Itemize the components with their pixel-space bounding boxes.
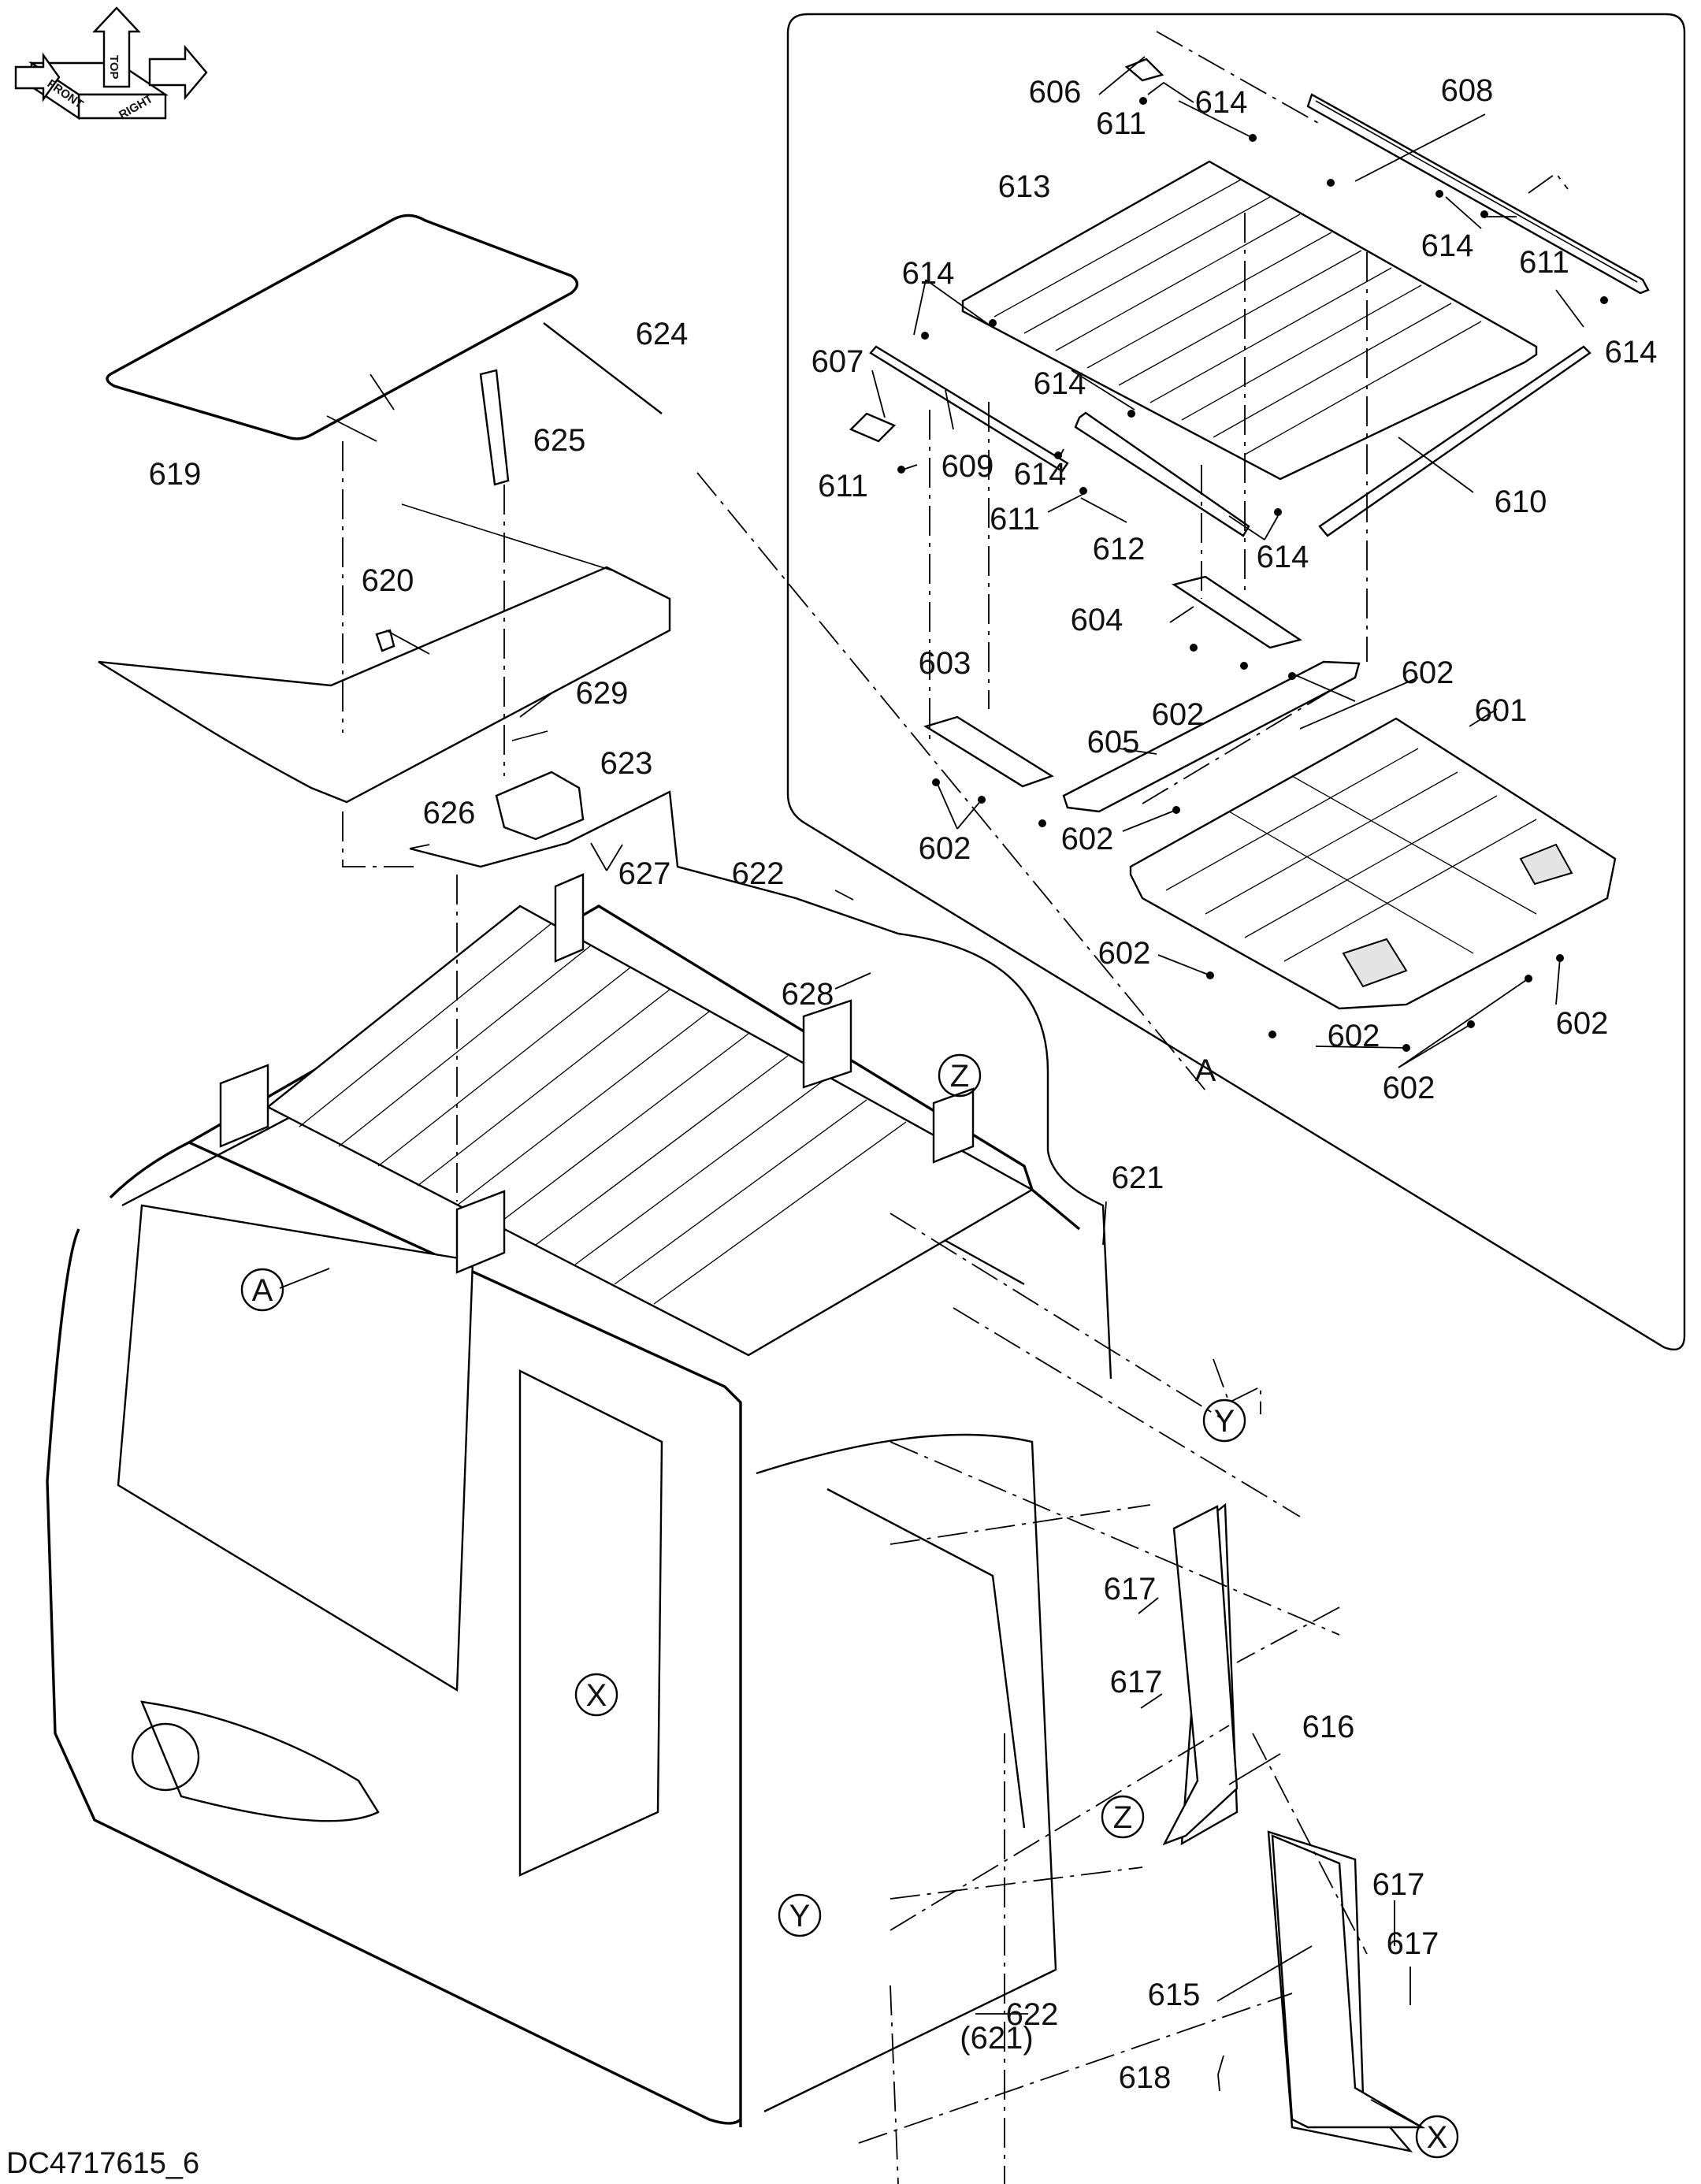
channel-603	[923, 715, 1054, 788]
callout-x-label-right: X	[1427, 2120, 1448, 2155]
roof-rail-608	[1306, 93, 1650, 295]
pillar-cover-616	[1162, 1505, 1239, 1846]
part-label-602: 602	[1098, 936, 1151, 971]
part-labels: 601 602 602 602 602 602 602 602 602 602 …	[149, 73, 1658, 2095]
callout-z-label-bottom: Z	[1113, 1800, 1132, 1835]
rod-624	[543, 322, 663, 414]
part-label-614: 614	[902, 256, 955, 291]
part-label-625: 625	[533, 423, 586, 458]
channel-605	[1062, 660, 1361, 813]
callout-a-label: A	[252, 1273, 273, 1308]
part-label-602: 602	[1061, 822, 1114, 856]
part-label-622: 622	[1006, 1997, 1059, 2032]
part-label-621: 621	[1112, 1161, 1164, 1195]
glass-panel-619	[106, 214, 579, 440]
part-label-617: 617	[1372, 1867, 1425, 1902]
part-label-609: 609	[941, 449, 994, 484]
part-label-602: 602	[1556, 1006, 1609, 1041]
orientation-icon: TOP FRONT RIGHT	[14, 6, 208, 122]
part-label-620: 620	[362, 563, 414, 598]
hose-621	[897, 932, 1112, 1380]
callout-y-circle-right: Y	[1202, 1398, 1246, 1443]
part-label-602: 602	[919, 831, 971, 866]
part-label-601: 601	[1475, 693, 1528, 728]
centerlines-cab	[342, 441, 1368, 2184]
part-label-611: 611	[1519, 245, 1569, 280]
part-label-614: 614	[1605, 335, 1658, 370]
part-label-618: 618	[1119, 2060, 1172, 2095]
callout-z-label-top: Z	[950, 1059, 969, 1094]
part-label-616: 616	[1302, 1710, 1355, 1744]
rail-612	[1074, 411, 1250, 537]
part-label-614: 614	[1421, 228, 1474, 263]
part-label-611: 611	[818, 469, 868, 503]
part-label-602: 602	[1383, 1071, 1435, 1105]
centerlines-detail-a	[929, 31, 1569, 804]
callout-a-circle: A	[240, 1268, 284, 1312]
part-label-623: 623	[600, 746, 653, 781]
part-label-614: 614	[1195, 85, 1248, 120]
part-label-602: 602	[1328, 1019, 1380, 1053]
callout-x-label-left: X	[586, 1678, 607, 1713]
part-label-617: 617	[1110, 1665, 1163, 1699]
part-label-602: 602	[1152, 697, 1205, 732]
part-label-622: 622	[732, 856, 785, 891]
callout-y-label-right: Y	[1214, 1404, 1235, 1439]
part-label-619: 619	[149, 457, 202, 492]
leader-lines	[279, 56, 1584, 2128]
callout-y-circle-left: Y	[778, 1893, 822, 1937]
bar-610	[1318, 345, 1591, 537]
part-label-624: 624	[636, 317, 689, 351]
callout-z-circle-bottom: Z	[1101, 1795, 1145, 1839]
part-label-628: 628	[782, 977, 834, 1012]
part-label-613: 613	[998, 169, 1051, 204]
orientation-top-text: TOP	[107, 55, 121, 80]
part-label-621-ref: (621)	[960, 2021, 1033, 2056]
part-label-611: 611	[990, 502, 1040, 537]
part-label-608: 608	[1441, 73, 1494, 108]
drawing-id: DC4717615_6	[6, 2147, 199, 2180]
detail-a-frame	[786, 13, 1686, 1351]
part-label-612: 612	[1093, 532, 1146, 566]
washer-motor-623	[495, 730, 585, 841]
part-label-614: 614	[1257, 540, 1309, 574]
part-label-606: 606	[1029, 75, 1082, 110]
part-label-617: 617	[1104, 1572, 1157, 1606]
part-label-602: 602	[1402, 656, 1454, 690]
callout-x-circle-left: X	[574, 1673, 618, 1717]
bracket-607	[849, 412, 897, 443]
part-label-610: 610	[1495, 485, 1547, 519]
part-label-603: 603	[919, 646, 971, 681]
part-label-605: 605	[1087, 725, 1140, 760]
callout-x-circle-right: X	[1415, 2115, 1459, 2159]
wiper-arm-625	[479, 369, 510, 486]
hose-626-627	[409, 790, 899, 935]
channel-604	[1172, 575, 1302, 649]
callout-y-label-left: Y	[789, 1899, 811, 1933]
part-label-627: 627	[618, 856, 671, 891]
roof-panel-613	[961, 160, 1538, 481]
front-roof-rail	[98, 503, 671, 804]
grommet-620	[375, 629, 396, 652]
part-label-614: 614	[1014, 457, 1067, 492]
part-label-615: 615	[1148, 1978, 1201, 2012]
callout-z-circle-top: Z	[938, 1053, 982, 1098]
headliner-601	[1129, 717, 1617, 1010]
part-label-604: 604	[1071, 603, 1123, 637]
part-label-607: 607	[812, 344, 864, 379]
callout-a-detail-label: A	[1195, 1053, 1216, 1088]
rail-609	[869, 345, 1069, 473]
part-label-611: 611	[1096, 106, 1146, 141]
bracket-606	[1124, 58, 1164, 82]
part-label-626: 626	[423, 796, 476, 830]
part-label-629: 629	[576, 676, 629, 711]
part-label-614: 614	[1034, 366, 1086, 401]
cab-roof	[219, 873, 1034, 1357]
part-label-617: 617	[1387, 1926, 1439, 1961]
pillar-cover-615	[1271, 1834, 1426, 2129]
